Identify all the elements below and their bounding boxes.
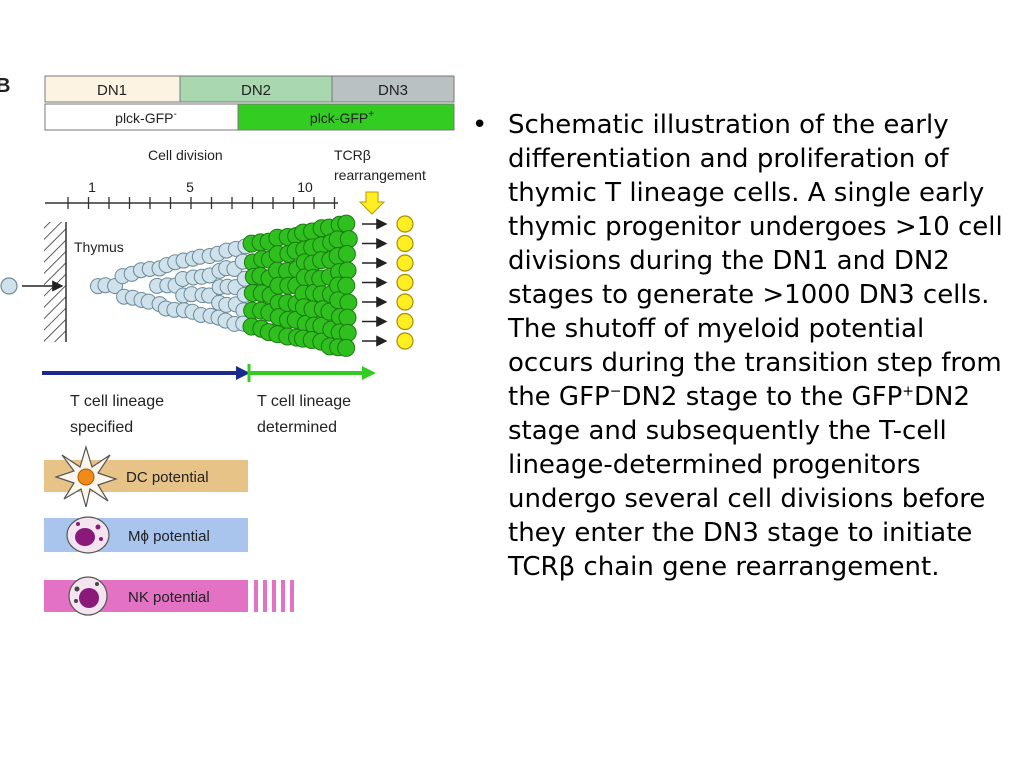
gfp-positive-cell	[337, 276, 356, 295]
gfp-positive-cell	[337, 338, 356, 357]
division-axis-ticks	[67, 197, 336, 209]
stage-dn3-label: DN3	[378, 82, 408, 99]
gfp-positive-cell	[338, 261, 357, 280]
mphi-potential-label: Mϕ potential	[128, 528, 210, 545]
t-cell-differentiation-figure: B DN1 DN2 DN3 plck-GFP- plck-GFP+ Cell d…	[0, 75, 455, 616]
gfp-positive-cell	[338, 308, 357, 327]
dn3-cell	[396, 254, 414, 272]
nk-fading-stripes	[254, 580, 294, 612]
determined-arrowhead	[362, 366, 376, 380]
dn3-cell	[396, 215, 414, 233]
tick-label-10: 10	[297, 179, 313, 195]
proliferating-cells	[89, 214, 358, 357]
entering-progenitor-cell	[0, 277, 18, 295]
cell-division-label: Cell division	[148, 147, 223, 163]
gfp-positive-label: plck-GFP+	[310, 109, 374, 126]
stage-dn2-label: DN2	[241, 82, 271, 99]
gfp-negative-label: plck-GFP-	[115, 109, 177, 126]
gfp-positive-box	[237, 103, 455, 131]
gfp-positive-cell	[339, 230, 358, 249]
dn3-cell	[396, 332, 414, 350]
bullet-item: Schematic illustration of the early diff…	[470, 108, 1015, 584]
gfp-positive-cell	[337, 245, 356, 264]
slide-text: Schematic illustration of the early diff…	[470, 108, 1015, 584]
tcr-down-arrow	[358, 191, 386, 215]
thymus-label: Thymus	[74, 239, 124, 255]
tick-label-5: 5	[186, 179, 194, 195]
determined-label-line1: T cell lineage	[257, 393, 351, 410]
specified-label-line2: specified	[70, 419, 133, 436]
tcr-label: TCRβ	[334, 147, 371, 163]
dn3-cell	[396, 293, 414, 311]
determined-label-line2: determined	[257, 419, 337, 436]
dn3-cells	[362, 215, 414, 350]
rearrangement-label: rearrangement	[334, 167, 426, 183]
macrophage-icon	[66, 516, 110, 554]
stage-dn3-box	[331, 75, 455, 103]
dendritic-cell-icon	[54, 444, 118, 508]
stage-dn1-label: DN1	[97, 82, 127, 99]
dn3-cell	[396, 273, 414, 292]
dn3-cell	[396, 312, 414, 331]
specified-arrowhead	[236, 366, 250, 380]
thymus-wall	[44, 222, 66, 342]
stage-dn2-box	[179, 75, 333, 103]
nk-potential-label: NK potential	[128, 589, 210, 606]
gfp-positive-cell	[339, 293, 358, 312]
specified-label-line1: T cell lineage	[70, 393, 164, 410]
stage-bar: DN1 DN2 DN3	[44, 75, 455, 103]
dc-potential-label: DC potential	[126, 469, 209, 486]
panel-label: B	[0, 75, 10, 97]
dn3-cell	[396, 234, 414, 253]
nk-cell-icon	[68, 576, 108, 616]
gfp-positive-cell	[338, 323, 357, 342]
stage-dn1-box	[44, 75, 181, 103]
tick-label-1: 1	[88, 179, 96, 195]
gfp-positive-cell	[337, 214, 356, 233]
gfp-bar: plck-GFP- plck-GFP+	[44, 103, 455, 131]
